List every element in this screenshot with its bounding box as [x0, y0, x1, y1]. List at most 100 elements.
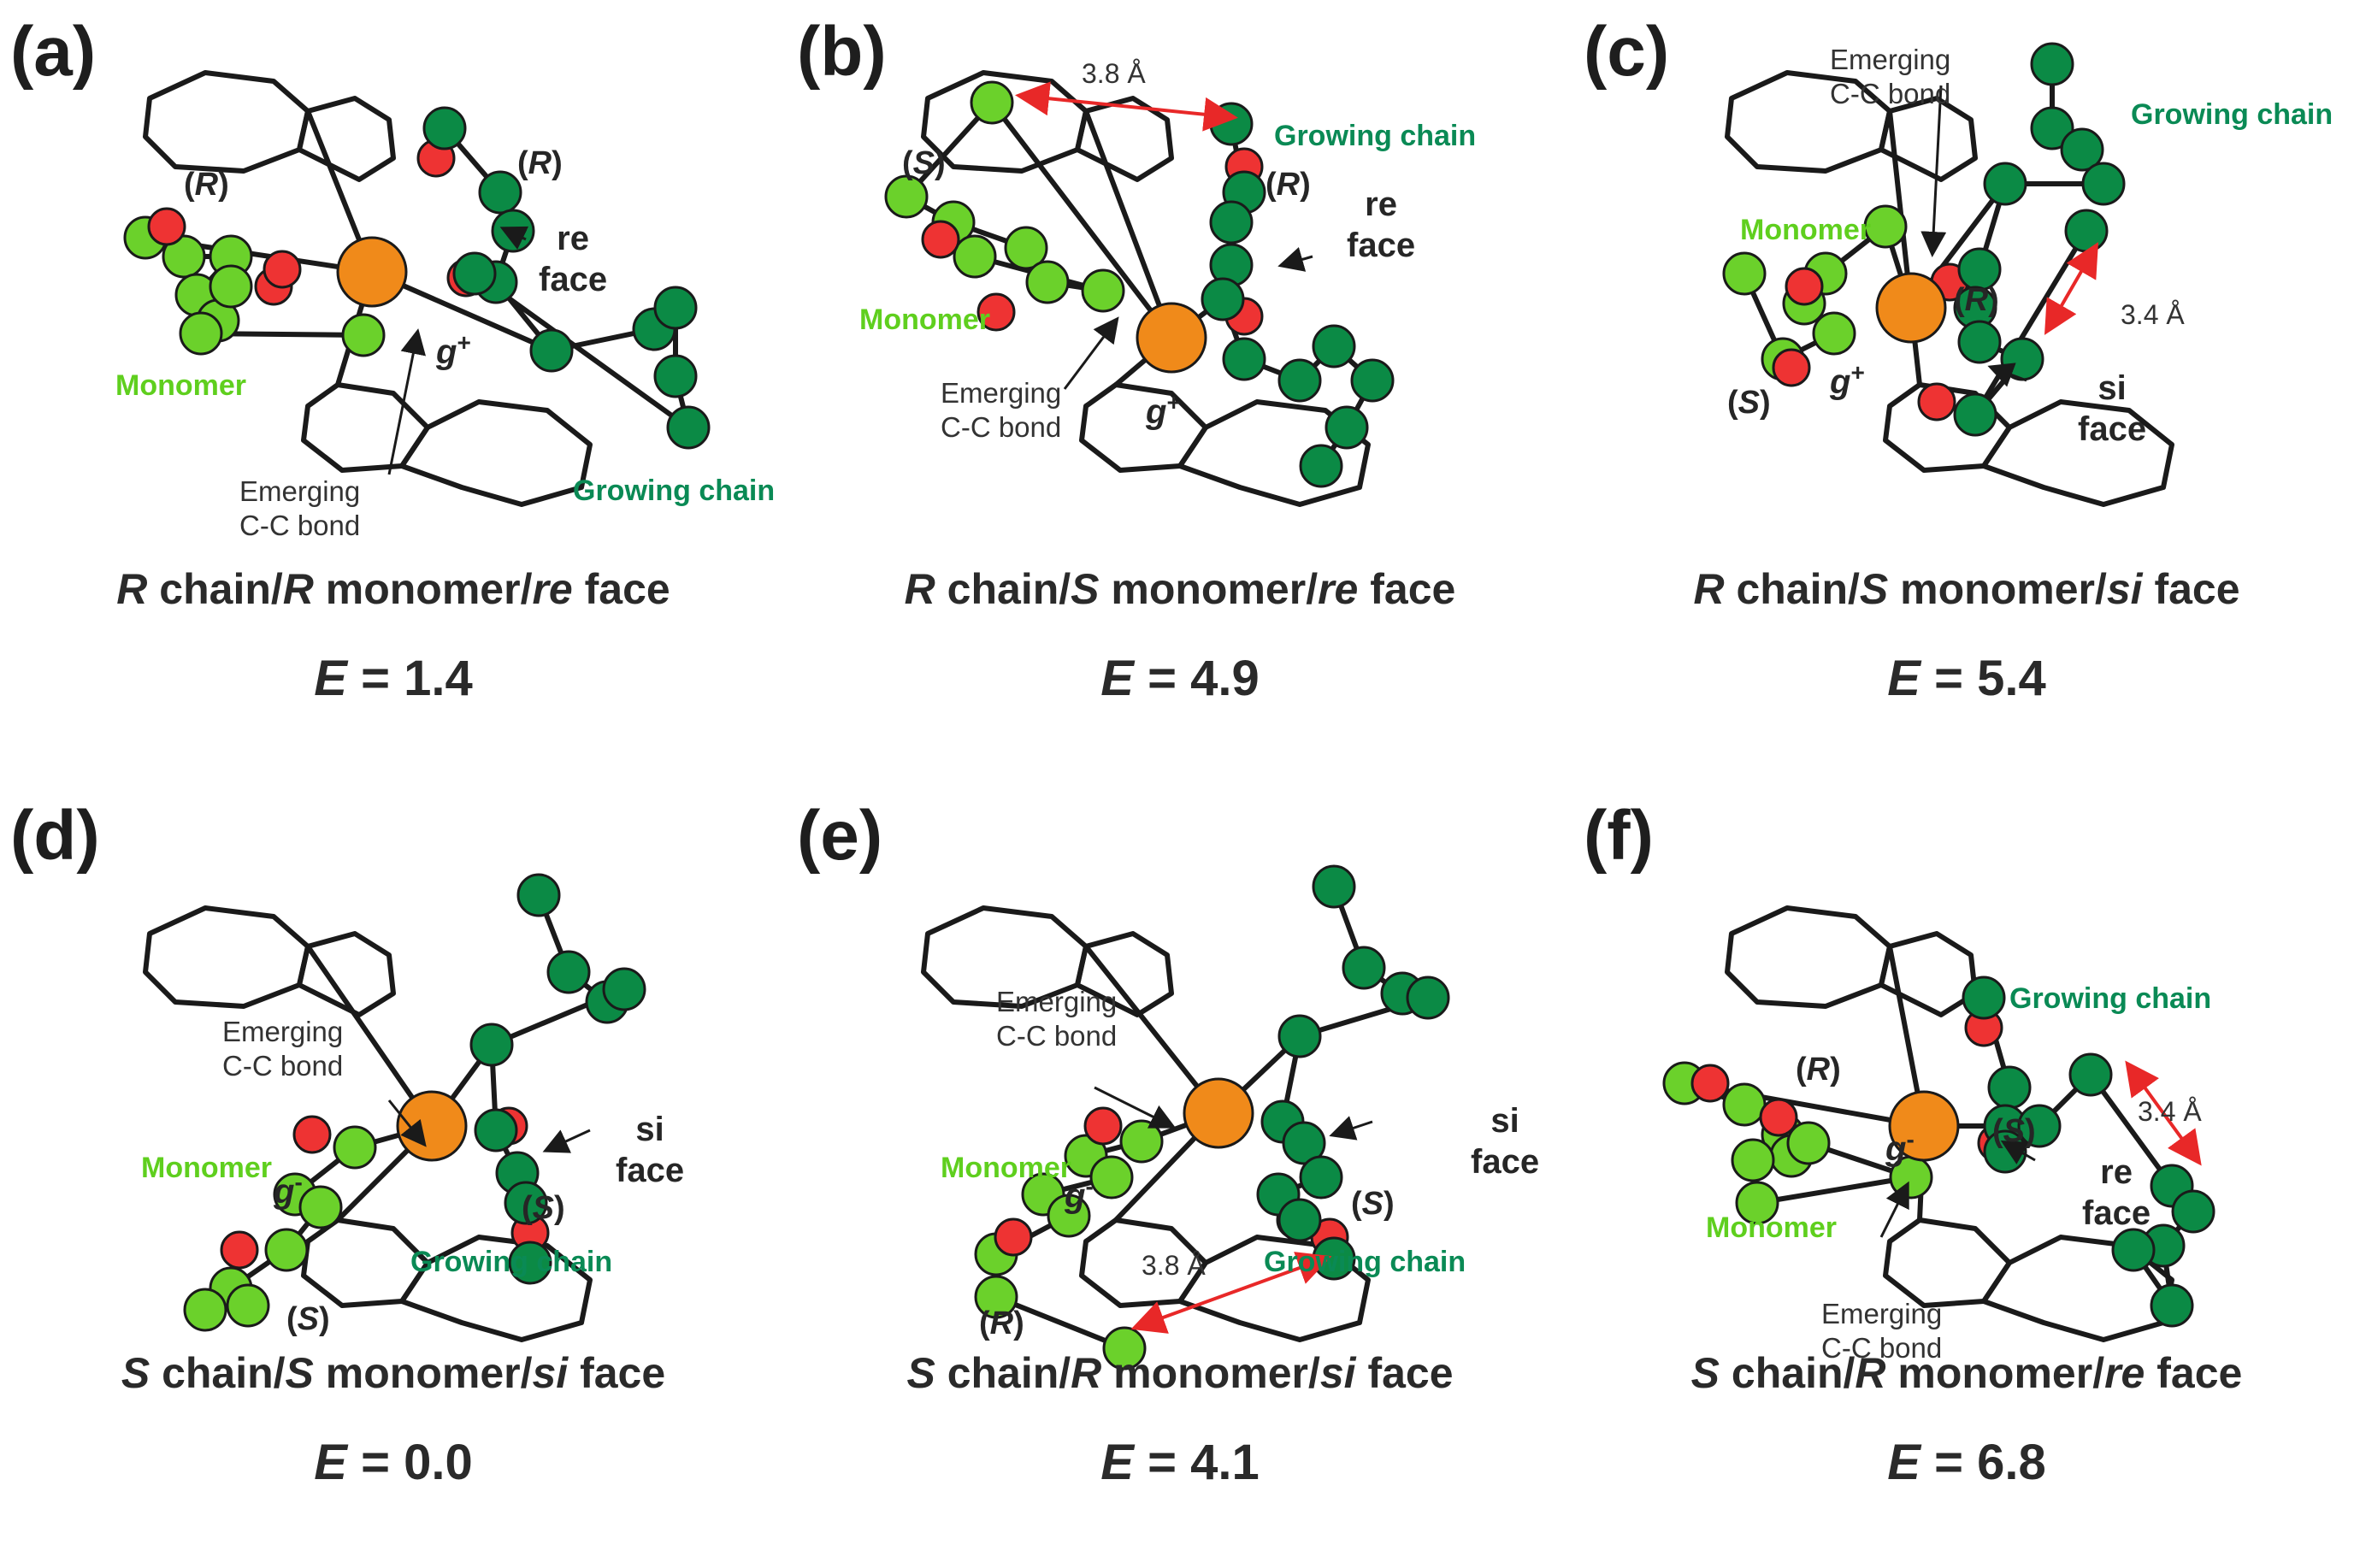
face-pointer-arrow: [2000, 1141, 2036, 1164]
stereo-label-2: (R): [517, 145, 563, 181]
energy-symbol: E: [314, 1435, 347, 1490]
monomer-carbon-atom: [1004, 226, 1048, 270]
face-pointer-arrow: [1329, 1116, 1373, 1141]
title-segment: face: [2145, 1349, 2243, 1397]
face-label: re face: [539, 218, 607, 300]
monomer-carbon-atom: [1047, 1194, 1091, 1238]
energy-value: E = 0.0: [0, 1434, 787, 1491]
metal-center-atom: [1875, 272, 1947, 344]
title-segment: monomer/: [1888, 565, 2107, 613]
stereo-label-1: (R): [1796, 1052, 1841, 1088]
chain-carbon-atom: [1201, 277, 1245, 321]
chain-carbon-atom: [491, 209, 535, 253]
distance-label: 3.8 Å: [1142, 1250, 1206, 1281]
distance-arrow: [1130, 1252, 1332, 1334]
metal-center-atom: [1183, 1077, 1254, 1149]
oxygen-atom: [1917, 382, 1956, 421]
chain-carbon-atom: [1277, 358, 1322, 403]
ligand-ring: [1725, 905, 1892, 1009]
panel-label: (a): [10, 13, 97, 91]
stereo-label-2: (S): [1351, 1186, 1395, 1222]
stereo-label-1-value: R: [989, 1306, 1014, 1341]
stereo-label-1-value: R: [194, 167, 219, 203]
oxygen-atom: [976, 292, 1016, 332]
chain-carbon-atom: [1953, 392, 1997, 437]
monomer-carbon-atom: [1722, 251, 1767, 296]
title-segment: R: [1693, 565, 1725, 613]
chain-carbon-atom: [1277, 1014, 1322, 1058]
ligand-ring: [297, 931, 396, 1017]
title-segment: chain/: [935, 1349, 1071, 1397]
title-segment: S: [1690, 1349, 1720, 1397]
distance-label: 3.8 Å: [1082, 58, 1146, 89]
face-pointer-arrow: [499, 226, 529, 250]
face-word: re: [557, 220, 589, 257]
monomer-carbon-atom: [333, 1125, 377, 1170]
monomer-label: Monomer: [1706, 1211, 1837, 1244]
panel-label: (c): [1584, 13, 1670, 91]
panel-title: S chain/R monomer/re face: [1573, 1348, 2360, 1398]
gauche-label: g+: [1146, 389, 1181, 431]
ligand-ring: [143, 70, 310, 174]
oxygen-atom: [1772, 348, 1811, 387]
bond-label-line2: C-C bond: [941, 411, 1062, 443]
chain-carbon-atom: [452, 251, 497, 296]
stereo-label-1-value: S: [297, 1301, 320, 1337]
gauche-symbol: g: [274, 1172, 295, 1211]
stereo-label-2: (R): [1266, 167, 1311, 203]
energy-symbol: E: [1100, 651, 1134, 706]
title-segment: face: [568, 1349, 666, 1397]
stereo-label-1-value: S: [912, 145, 935, 181]
monomer-carbon-atom: [1786, 1121, 1831, 1165]
gauche-symbol: g: [436, 333, 457, 371]
energy-symbol: E: [314, 651, 347, 706]
stereo-label-2-value: R: [1276, 167, 1301, 203]
distance-label: 3.4 Å: [2138, 1096, 2202, 1127]
panel-label: (f): [1584, 797, 1654, 875]
title-segment: monomer/: [313, 565, 533, 613]
energy-value: E = 1.4: [0, 650, 787, 707]
monomer-carbon-atom: [162, 234, 206, 279]
face-pointer-arrow: [542, 1129, 591, 1153]
title-segment: monomer/: [1099, 565, 1319, 613]
monomer-carbon-atom: [1722, 1082, 1767, 1127]
panel-label: (d): [10, 797, 100, 875]
face-word: si: [1490, 1102, 1519, 1140]
monomer-carbon-atom: [974, 1275, 1018, 1319]
chain-carbon-atom: [2111, 1228, 2156, 1272]
bond-pointer-arrow: [1063, 316, 1119, 390]
energy-number: = 0.0: [361, 1435, 473, 1490]
panel-title: S chain/R monomer/si face: [787, 1348, 1573, 1398]
molecule-drawing: [1722, 42, 2174, 507]
stereo-label-2-value: S: [532, 1190, 555, 1226]
chain-carbon-atom: [1209, 200, 1254, 245]
chain-carbon-atom: [2150, 1283, 2194, 1328]
chain-carbon-atom: [1277, 1198, 1322, 1242]
stereo-label-1: (S): [286, 1301, 330, 1337]
growing-chain-label: Growing chain: [410, 1246, 613, 1278]
metal-bond-line: [305, 944, 434, 1129]
chain-carbon-atom: [602, 967, 646, 1011]
ligand-ring: [1879, 96, 1978, 182]
chain-carbon-atom: [1987, 1065, 2032, 1110]
bond-label-line1: Emerging: [941, 377, 1062, 409]
energy-symbol: E: [1100, 1435, 1134, 1490]
title-segment: si: [2106, 565, 2143, 613]
bond-label-line1: Emerging: [996, 986, 1118, 1017]
monomer-carbon-atom: [298, 1185, 343, 1229]
gauche-sign: -: [294, 1169, 303, 1195]
energy-number: = 6.8: [1934, 1435, 2046, 1490]
title-segment: R: [282, 565, 314, 613]
chain-carbon-atom: [1962, 976, 2006, 1020]
face-text: face: [539, 261, 608, 298]
metal-bond-line: [1083, 109, 1174, 340]
bond-label-line1: Emerging: [222, 1016, 344, 1047]
molecule-drawing: [884, 70, 1395, 507]
gauche-label: g+: [1830, 359, 1865, 401]
stereo-label-1: (S): [902, 145, 946, 181]
face-word: si: [635, 1111, 664, 1148]
title-segment: monomer/: [1885, 1349, 2105, 1397]
